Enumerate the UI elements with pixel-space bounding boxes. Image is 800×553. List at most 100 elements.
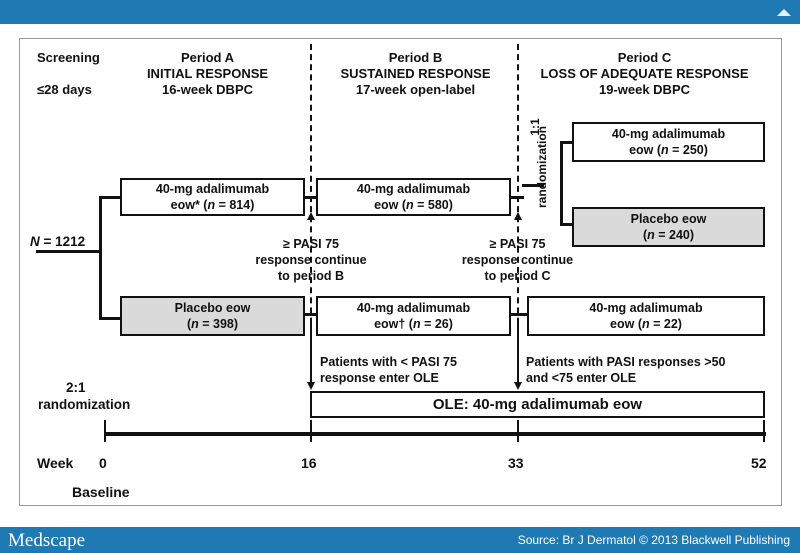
box-c-adalimumab-ole: 40-mg adalimumab eow (n = 22) [527,296,765,336]
ole-note-c-line1: Patients with PASI responses >50 [526,355,726,369]
box-b-dagger-line1: 40-mg adalimumab [356,301,471,315]
box-b-adalimumab-line1: 40-mg adalimumab [356,182,471,196]
period-a-header: Period A INITIAL RESPONSE 16-week DBPC [120,50,295,98]
box-c-adalimumab-pre: eow ( [629,143,662,157]
period-c-name: Period C [617,50,672,65]
timeline-tick-33 [517,420,519,442]
timeline-tick-0 [104,420,106,442]
continue-b-arrow-icon [307,212,315,220]
a-ratio-label: 2:1 [66,380,86,395]
box-c-placebo-pre: ( [642,228,648,242]
continue-b-line3: to period B [278,269,344,283]
box-b-dagger-line2: eow† (n = 26) [374,316,453,332]
timeline-tick-label-52: 52 [751,455,767,471]
to-a-placebo-line [99,317,121,320]
box-b-dagger-post: = 26) [420,317,453,331]
ole-b-arrow-shaft [310,322,312,382]
box-a-placebo-line2: (n = 398) [187,316,238,332]
split-line [99,196,102,319]
to-c-placebo-line [560,223,573,226]
box-b-adalimumab-n: n [406,198,414,212]
continue-c-arrow-icon [514,212,522,220]
c-rand-in-line [522,184,544,187]
timeline-tick-label-0: 0 [99,455,107,471]
timeline-tick-label-33: 33 [508,455,524,471]
screening-days: ≤28 days [37,82,92,97]
box-a-adalimumab-pre: eow* ( [170,198,208,212]
period-c-header: Period C LOSS OF ADEQUATE RESPONSE 19-we… [522,50,767,98]
period-b-name: Period B [388,50,443,65]
box-b-dagger-n: n [412,317,421,331]
ole-b-arrow-icon [307,382,315,390]
n-total: N = 1212 [30,234,85,250]
timeline-axis [104,432,766,436]
to-a-ada-line [99,196,121,199]
box-b-adalimumab-dagger: 40-mg adalimumab eow† (n = 26) [316,296,511,336]
box-a-placebo: Placebo eow (n = 398) [120,296,305,336]
box-a-placebo-n: n [191,317,199,331]
box-c-adalimumab: 40-mg adalimumab eow (n = 250) [572,122,765,162]
bottom-banner: Medscape Source: Br J Dermatol © 2013 Bl… [0,527,800,553]
box-a-adalimumab-post: = 814) [215,198,255,212]
period-c-subtitle: LOSS OF ADEQUATE RESPONSE [540,66,749,81]
box-c-placebo-post: = 240) [654,228,695,242]
box-c-adalimumab-post: = 250) [668,143,708,157]
ole-c-arrow-shaft [517,322,519,382]
week33-dashed-line [517,44,519,354]
box-a-adalimumab: 40-mg adalimumab eow* (n = 814) [120,178,305,216]
n-total-value: = 1212 [39,234,86,249]
timeline-tick-52 [763,420,765,442]
c-ratio-label: 1:1 [528,118,542,136]
box-c-adalimumab-line1: 40-mg adalimumab [611,127,726,141]
corner-triangle-icon [777,9,791,16]
screening-label: Screening [37,50,100,65]
continue-c-line3: to period C [484,269,551,283]
box-c-adalimumab-ole-line2: eow (n = 22) [610,316,682,332]
timeline-baseline-label: Baseline [72,484,130,500]
ole-c-arrow-icon [514,382,522,390]
period-b-header: Period B SUSTAINED RESPONSE 17-week open… [318,50,513,98]
source-citation: Source: Br J Dermatol © 2013 Blackwell P… [517,533,790,547]
box-c-placebo: Placebo eow (n = 240) [572,207,765,247]
box-b-adalimumab-line2: eow (n = 580) [374,197,453,213]
a-randomization-label: randomization [38,397,131,412]
n-line [36,250,101,253]
ole-note-b: Patients with < PASI 75 response enter O… [320,354,457,386]
ole-note-b-line2: response enter OLE [320,371,439,385]
box-a-adalimumab-n: n [207,198,216,212]
timeline-tick-label-16: 16 [301,455,317,471]
box-c-adalimumab-ole-line1: 40-mg adalimumab [589,301,703,315]
box-c-adalimumab-n: n [661,143,669,157]
ole-box-label: OLE: 40-mg adalimumab eow [432,395,643,413]
n-total-label: N [30,234,40,249]
box-a-adalimumab-line1: 40-mg adalimumab [155,182,270,196]
week16-dashed-line [310,44,312,354]
box-b-adalimumab-pre: eow ( [374,198,407,212]
box-c-adalimumab-ole-post: = 22) [649,317,682,331]
box-a-placebo-post: = 398) [198,317,239,331]
ole-note-c: Patients with PASI responses >50 and <75… [526,354,726,386]
continue-c-label: ≥ PASI 75 response continue to period C [430,236,605,284]
box-b-dagger-pre: eow† ( [374,317,413,331]
period-a-detail: 16-week DBPC [161,82,254,97]
medscape-logo: Medscape [8,530,86,551]
box-c-adalimumab-ole-pre: eow ( [610,317,642,331]
box-a-placebo-pre: ( [186,317,192,331]
continue-b-line1: ≥ PASI 75 [283,237,339,251]
to-c-ada-line [560,141,573,144]
ole-note-c-line2: and <75 enter OLE [526,371,637,385]
continue-c-line1: ≥ PASI 75 [489,237,546,251]
c-rand-split-line [560,141,563,225]
diagram-frame [19,38,782,506]
box-c-adalimumab-line2: eow (n = 250) [629,142,708,158]
box-b-adalimumab: 40-mg adalimumab eow (n = 580) [316,178,511,216]
ole-note-b-line1: Patients with < PASI 75 [320,355,457,369]
box-c-placebo-line1: Placebo eow [630,212,707,226]
box-b-adalimumab-post: = 580) [413,198,453,212]
timeline-week-label: Week [37,455,74,471]
box-c-placebo-n: n [647,228,655,242]
continue-b-label: ≥ PASI 75 response continue to period B [226,236,396,284]
ole-box: OLE: 40-mg adalimumab eow [310,391,765,418]
continue-c-line2: response continue [461,253,574,267]
top-banner [0,0,800,24]
